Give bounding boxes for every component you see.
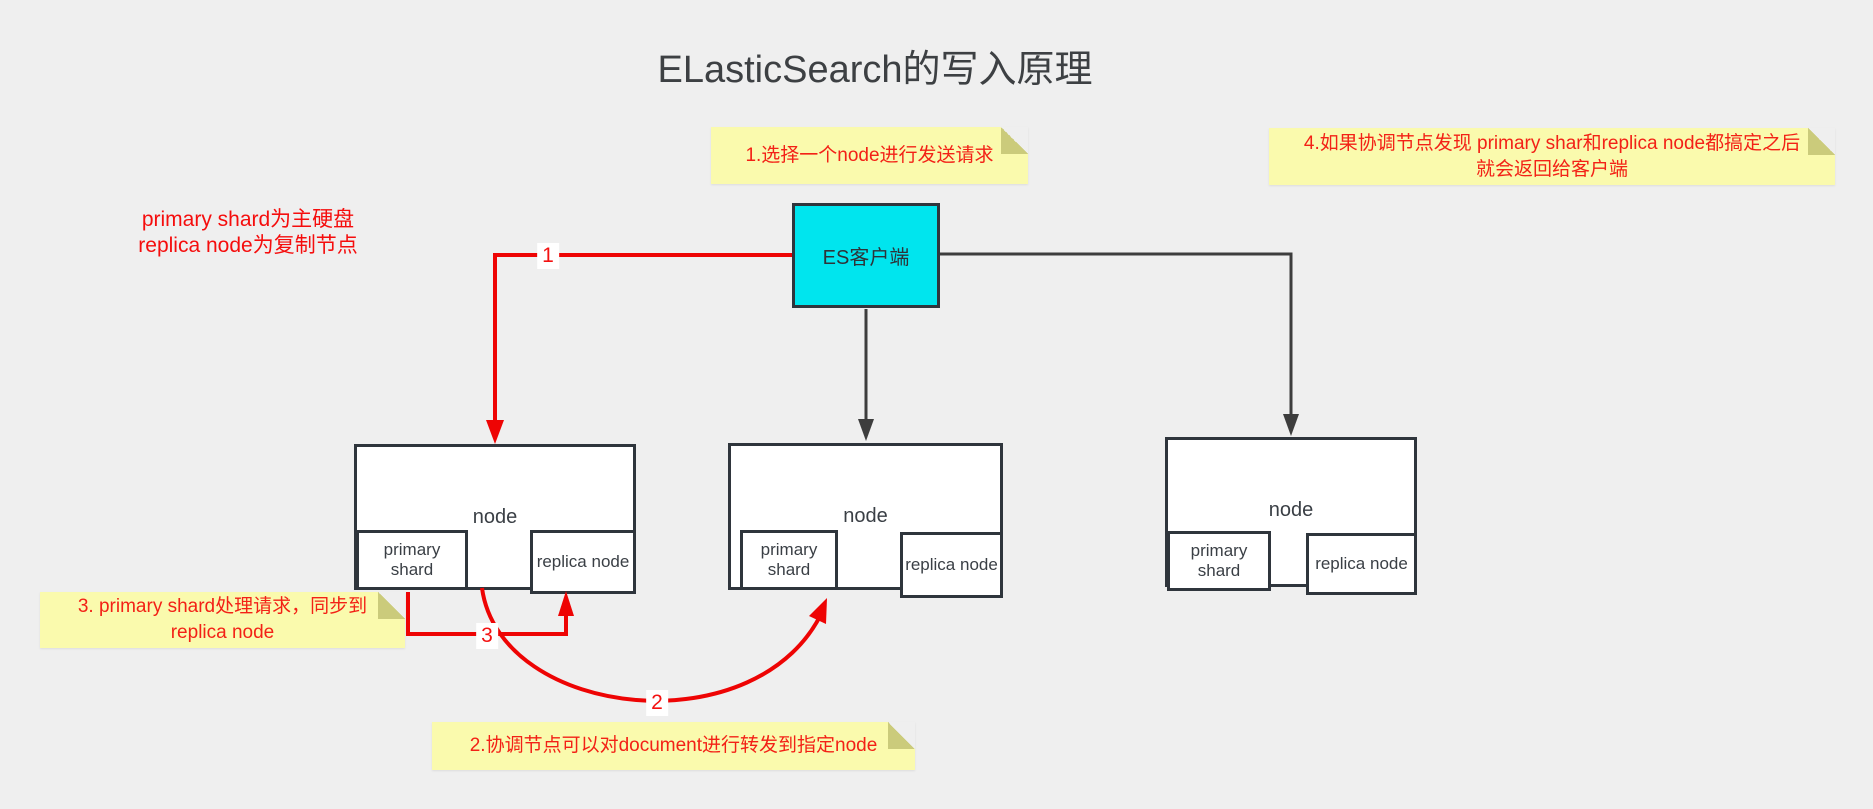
node-group-right: node primary shard replica node <box>1165 437 1417 595</box>
sticky-note-step4: 4.如果协调节点发现 primary shar和replica node都搞定之… <box>1269 128 1835 185</box>
node-group-left: node primary shard replica node <box>354 444 636 594</box>
connector-step2-left-to-middle-node <box>480 587 826 703</box>
step3-number-label: 3 <box>476 623 498 649</box>
arrowhead-down-icon <box>1283 414 1299 436</box>
connector-client-to-right-node <box>940 252 1293 416</box>
legend-annotation-line1: primary shard为主硬盘 <box>141 208 355 231</box>
step1-number-label: 1 <box>537 243 559 269</box>
page-title: ELasticSearch的写入原理 <box>657 49 1093 91</box>
replica-node-box: replica node <box>900 532 1003 598</box>
arrowhead-up-icon <box>558 591 574 616</box>
arrowhead-up-icon <box>809 598 827 624</box>
sticky-note-step4-line1: 4.如果协调节点发现 primary shar和replica node都搞定之… <box>1303 132 1801 154</box>
es-client-box: ES客户端 <box>792 203 940 308</box>
primary-shard-box: primary shard <box>1167 531 1271 591</box>
node-group-middle: node primary shard replica node <box>728 443 1003 598</box>
legend-annotation: primary shard为主硬盘 replica node为复制节点 <box>108 207 388 260</box>
primary-shard-box: primary shard <box>740 530 838 590</box>
sticky-note-step3-line1: 3. primary shard处理请求，同步到 <box>77 596 368 618</box>
node-label: node <box>472 506 518 528</box>
sticky-note-step1-text: 1.选择一个node进行发送请求 <box>745 144 994 166</box>
sticky-note-step1: 1.选择一个node进行发送请求 <box>711 127 1028 184</box>
arrowhead-down-icon <box>486 420 504 444</box>
sticky-note-step4-line2: 就会返回给客户端 <box>1475 158 1628 180</box>
note-fold-corner-icon <box>1001 127 1028 154</box>
note-fold-corner-icon <box>1808 128 1835 155</box>
note-fold-corner-icon <box>378 592 405 619</box>
step2-number-label: 2 <box>646 690 668 716</box>
sticky-note-step3-line2: replica node <box>170 622 275 643</box>
primary-shard-box: primary shard <box>356 530 468 590</box>
connector-step1-client-to-left-node <box>493 253 792 422</box>
arrowhead-down-icon <box>858 419 874 441</box>
sticky-note-step3: 3. primary shard处理请求，同步到 replica node <box>40 592 405 648</box>
legend-annotation-line2: replica node为复制节点 <box>138 234 358 258</box>
node-label: node <box>1268 499 1314 521</box>
sticky-note-step2: 2.协调节点可以对document进行转发到指定node <box>432 722 915 770</box>
es-client-label: ES客户端 <box>822 247 910 269</box>
note-fold-corner-icon <box>888 722 915 749</box>
sticky-note-step2-text: 2.协调节点可以对document进行转发到指定node <box>469 735 878 757</box>
replica-node-box: replica node <box>1306 533 1417 595</box>
node-label: node <box>843 505 888 527</box>
replica-node-box: replica node <box>530 530 636 594</box>
